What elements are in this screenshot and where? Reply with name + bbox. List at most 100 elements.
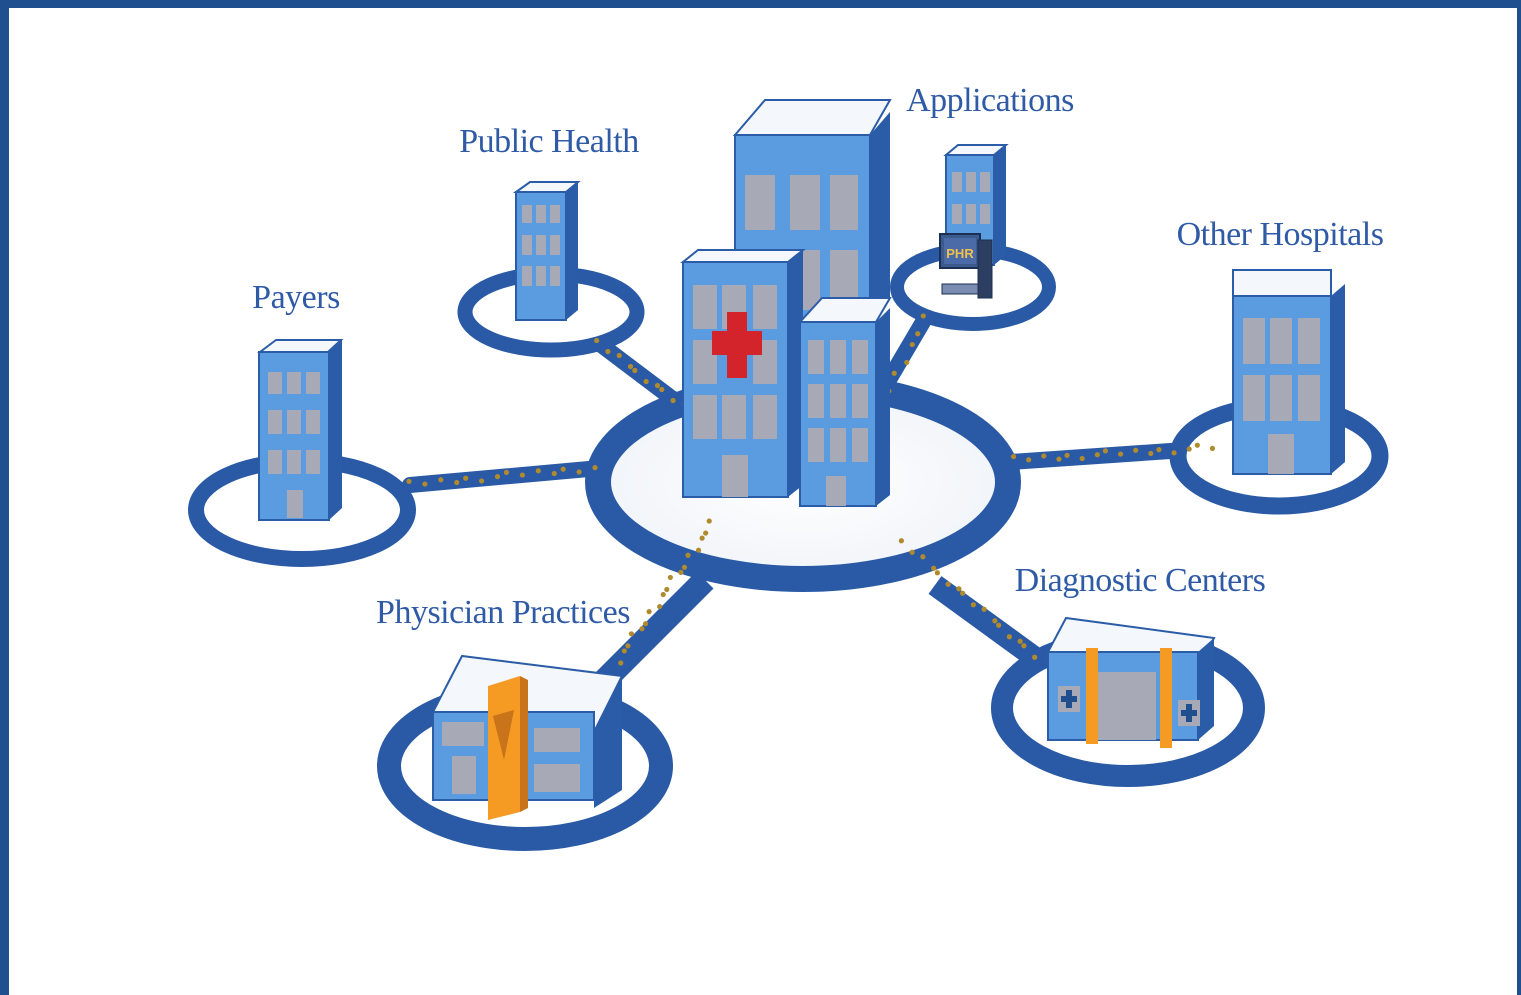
red-cross-icon	[712, 312, 762, 378]
flow-dot	[1006, 634, 1012, 640]
flow-dot	[560, 466, 566, 472]
flow-dot	[678, 569, 684, 575]
phr-sign: PHR	[946, 246, 974, 261]
flow-dot	[934, 570, 940, 576]
flow-dot	[1064, 452, 1070, 458]
flow-dot	[479, 478, 485, 484]
flow-dot	[1079, 455, 1085, 462]
public-health-building	[512, 181, 581, 321]
hospital-main-tower	[680, 249, 806, 498]
node-labels: Payers Public Health Applications Other …	[252, 82, 1384, 631]
flow-dot	[454, 479, 460, 486]
flow-dot	[503, 469, 510, 475]
flow-dot	[931, 565, 937, 571]
flow-dot	[576, 469, 582, 475]
flow-dot	[551, 470, 557, 477]
flow-dot	[681, 564, 688, 570]
flow-dot	[1041, 453, 1047, 459]
flow-dot	[519, 472, 525, 478]
flow-dot	[494, 474, 501, 480]
flow-dot	[904, 359, 910, 366]
flow-dot	[618, 660, 624, 666]
flow-dot	[438, 477, 444, 483]
flow-dot	[654, 382, 661, 389]
flow-dot	[970, 602, 976, 608]
diagnostic-centers-building	[1046, 616, 1216, 748]
flow-dot	[1010, 453, 1017, 460]
flow-dot	[605, 348, 611, 355]
label-applications: Applications	[906, 82, 1074, 119]
flow-dot	[657, 603, 663, 610]
flow-dot	[616, 352, 622, 359]
flow-dot	[621, 648, 627, 654]
flow-dot	[422, 481, 428, 487]
flow-dot	[1017, 638, 1023, 644]
flow-dot	[642, 621, 649, 627]
label-physician-practices: Physician Practices	[376, 594, 630, 631]
flow-dot	[535, 468, 541, 474]
computer-icon: PHR	[939, 233, 993, 299]
flow-dot	[956, 586, 962, 592]
flow-dot	[960, 590, 966, 596]
label-public-health: Public Health	[459, 123, 639, 160]
flow-dot	[1194, 442, 1200, 448]
flow-dot	[643, 378, 649, 385]
applications-building: PHR	[939, 144, 1009, 299]
flow-dot	[660, 591, 666, 598]
flow-dot	[996, 622, 1002, 628]
flow-dot	[1056, 456, 1062, 462]
plus-icon	[1058, 686, 1080, 712]
flow-dot	[695, 547, 702, 553]
flow-dot	[703, 530, 709, 536]
flow-dot	[1094, 452, 1100, 458]
payers-building	[257, 339, 344, 521]
road-physician-practices	[591, 571, 714, 694]
label-diagnostic-centers: Diagnostic Centers	[1015, 562, 1266, 599]
flow-dot	[706, 518, 712, 524]
flow-dot	[1021, 643, 1027, 649]
other-hospitals-building	[1232, 269, 1345, 475]
flow-dot	[685, 552, 691, 558]
flow-dot	[625, 643, 631, 649]
flow-dot	[632, 367, 638, 374]
flow-dot	[981, 606, 987, 612]
flow-dot	[646, 609, 652, 615]
road-diagnostic-centers	[928, 576, 1052, 674]
flow-dot	[1156, 447, 1162, 453]
flow-dot	[945, 581, 951, 587]
flow-dot	[1209, 445, 1216, 452]
flow-dot	[699, 535, 705, 541]
flow-dot	[1186, 446, 1192, 452]
flow-dot	[463, 475, 469, 481]
physician-practices-building	[431, 654, 624, 820]
data-flow-dots	[406, 295, 1216, 666]
label-other-hospitals: Other Hospitals	[1177, 216, 1384, 253]
flow-dot	[1026, 457, 1032, 463]
plus-icon	[1178, 700, 1200, 726]
flow-dot	[594, 337, 600, 344]
flow-dot	[1117, 451, 1124, 457]
flow-dot	[920, 554, 926, 560]
flow-dot	[664, 586, 670, 593]
label-payers: Payers	[252, 279, 340, 316]
flow-dot	[920, 313, 926, 319]
flow-dot	[1171, 450, 1177, 456]
flow-dot	[592, 465, 598, 471]
hospital-front-tower	[797, 297, 892, 507]
flow-dot	[667, 574, 673, 581]
flow-dot	[639, 626, 645, 632]
flow-dot	[628, 631, 635, 637]
flow-dot	[891, 370, 897, 376]
flow-dot	[1133, 447, 1139, 453]
flow-dot	[909, 341, 915, 348]
flow-dot	[1102, 448, 1109, 454]
flow-dot	[898, 538, 904, 544]
flow-dot	[1032, 654, 1038, 660]
flow-dot	[627, 363, 634, 370]
flow-dot	[406, 478, 412, 484]
flow-dot	[670, 397, 676, 404]
flow-dot	[992, 618, 998, 624]
flow-dot	[659, 386, 665, 393]
flow-dot	[1148, 450, 1154, 457]
